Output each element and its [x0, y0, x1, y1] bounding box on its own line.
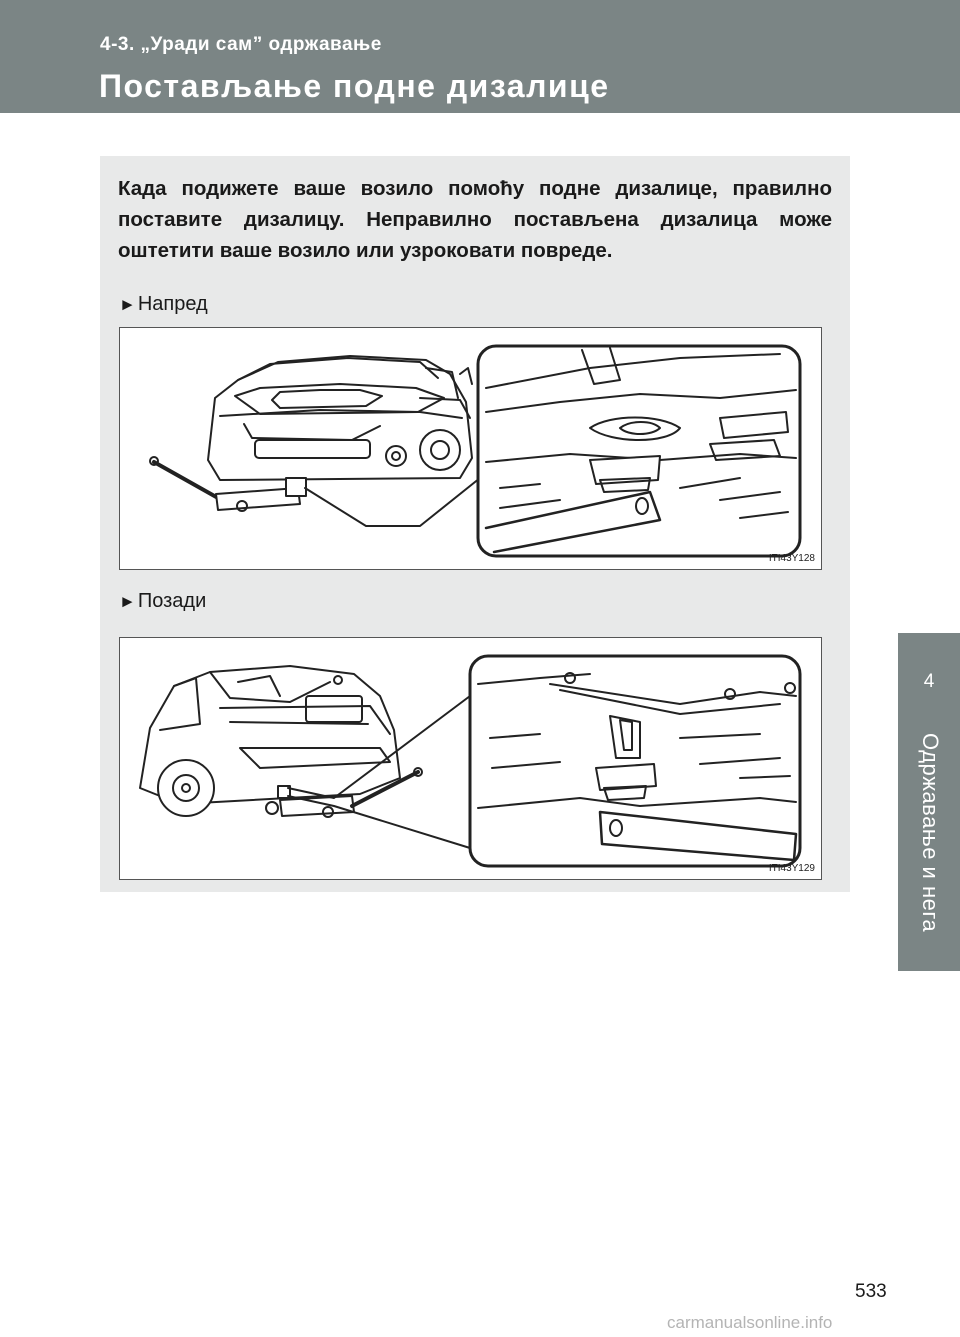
page-number: 533	[855, 1281, 887, 1302]
page-header: 4-3. „Уради сам” одржавање Постављање по…	[0, 0, 960, 113]
rear-jack-figure: ITI43Y129	[119, 637, 822, 880]
content-panel: Када подижете ваше возило помоћу подне д…	[100, 156, 850, 892]
front-jack-figure: ITI43Y128	[119, 327, 822, 570]
rear-figure-code: ITI43Y129	[768, 863, 815, 874]
watermark: carmanualsonline.info	[667, 1313, 833, 1332]
rear-car-illustration	[139, 654, 802, 868]
pointer-arrow-icon: ►	[119, 591, 136, 611]
front-figure-code: ITI43Y128	[768, 553, 815, 564]
front-heading: ► Напред	[119, 293, 208, 316]
rear-label: Позади	[137, 590, 207, 612]
chapter-side-tab[interactable]: 4 Одржавање и нега	[898, 633, 960, 971]
front-label: Напред	[137, 293, 208, 315]
intro-text: Када подижете ваше возило помоћу подне д…	[118, 177, 832, 262]
chapter-name: Одржавање и нега	[918, 733, 943, 933]
pointer-arrow-icon: ►	[119, 294, 136, 314]
chapter-number: 4	[923, 671, 935, 692]
rear-heading: ► Позади	[119, 590, 206, 613]
page-title: Постављање подне дизалице	[99, 68, 610, 104]
section-label: 4-3. „Уради сам” одржавање	[100, 34, 382, 55]
front-car-illustration	[149, 344, 802, 558]
